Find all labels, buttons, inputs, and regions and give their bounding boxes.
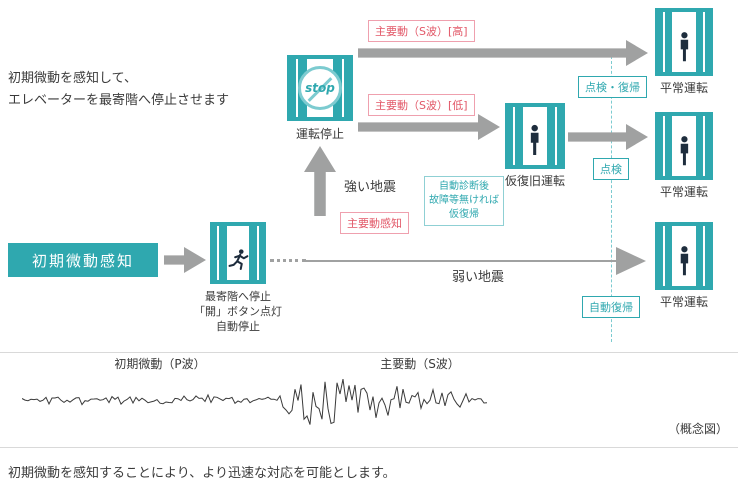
s-wave-label: 主要動（S波） (380, 357, 460, 371)
elevator-temp-restored (505, 103, 565, 169)
elevator-door-slit (703, 226, 706, 286)
initial-tremor-label: 初期微動感知 (31, 251, 134, 270)
elevator-door-slit (256, 225, 259, 281)
normal-top-caption: 平常運転 (659, 81, 708, 95)
weak-quake-line (306, 260, 618, 262)
elevator-cab (226, 225, 250, 281)
elevator-door-slit (703, 12, 706, 72)
arrow-nearest-to-stopped (304, 146, 336, 216)
elevator-cab (523, 106, 547, 166)
elevator-cab (672, 226, 696, 286)
elevator-door-slit (662, 116, 665, 176)
normal-bottom-caption: 平常運転 (659, 295, 708, 309)
strong-quake-label: 強い地震 (344, 180, 397, 195)
elevator-door-slit (512, 106, 515, 166)
stop-sign-icon: stop (298, 66, 342, 110)
elevator-door-slit (342, 58, 345, 118)
elevator-door-slit (662, 12, 665, 72)
caption-line: 自動停止 (216, 320, 260, 333)
divider (0, 352, 738, 353)
elevator-stopped: stop (287, 55, 353, 121)
intro-line2: エレベーターを最寄階へ停止させます (8, 93, 230, 108)
elevator-door-slit (217, 225, 220, 281)
divider (0, 447, 738, 448)
arrow-temp-to-normal (568, 124, 648, 150)
elevator-cab (672, 116, 696, 176)
temp-restored-caption: 仮復旧運転 (504, 174, 565, 188)
nearest-floor-caption: 最寄階へ停止 「開」ボタン点灯 自動停止 (168, 289, 308, 334)
inspect-label: 点検 (593, 158, 629, 180)
elevator-cab (672, 12, 696, 72)
note-line: 故障等無ければ (429, 195, 499, 206)
standing-person-icon (680, 135, 688, 165)
elevator-door-slit (555, 106, 558, 166)
standing-person-icon (531, 125, 539, 156)
elevator-door-slit (295, 58, 298, 118)
auto-return-label: 自動復帰 (582, 296, 640, 318)
diagnosis-note: 自動診断後 故障等無ければ 仮復帰 (424, 176, 504, 226)
inspect-return-label: 点検・復帰 (578, 76, 647, 98)
initial-tremor-box: 初期微動感知 (8, 243, 158, 277)
stopped-caption: 運転停止 (295, 127, 344, 141)
weak-quake-dots (270, 259, 306, 262)
elevator-door-slit (662, 226, 665, 286)
caption-line: 最寄階へ停止 (205, 290, 271, 303)
stop-text: stop (305, 81, 335, 95)
p-wave-label: 初期微動（P波） (114, 357, 206, 371)
weak-quake-label: 弱い地震 (452, 270, 505, 285)
arrow-stopped-to-temp (358, 114, 500, 140)
note-line: 仮復帰 (449, 209, 479, 220)
s-wave-high-label: 主要動（S波）[高] (368, 20, 475, 42)
concept-note: （概念図） (667, 422, 728, 436)
seismic-waveform (22, 379, 488, 425)
elevator-door-slit (703, 116, 706, 176)
standing-person-icon (680, 31, 688, 61)
summary-text: 初期微動を感知することにより、より迅速な対応を可能とします。 (8, 466, 396, 481)
elevator-normal-mid (655, 112, 713, 180)
status-dashed-line (611, 56, 612, 342)
note-line: 自動診断後 (439, 181, 489, 192)
arrow-stopped-to-normal-high (358, 40, 648, 66)
elevator-nearest-floor (210, 222, 266, 284)
elevator-normal-top (655, 8, 713, 76)
s-wave-low-label: 主要動（S波）[低] (368, 94, 475, 116)
intro-text: 初期微動を感知して、 エレベーターを最寄階へ停止させます (8, 68, 229, 112)
arrow-weak-to-normal (616, 247, 646, 275)
running-person-icon (228, 249, 249, 270)
elevator-normal-bottom (655, 222, 713, 290)
intro-line1: 初期微動を感知して、 (8, 71, 137, 86)
main-motion-detect-label: 主要動感知 (340, 212, 409, 234)
arrow-start-to-nearest (164, 247, 206, 273)
standing-person-icon (680, 245, 688, 275)
normal-mid-caption: 平常運転 (659, 185, 708, 199)
caption-line: 「開」ボタン点灯 (194, 305, 282, 318)
